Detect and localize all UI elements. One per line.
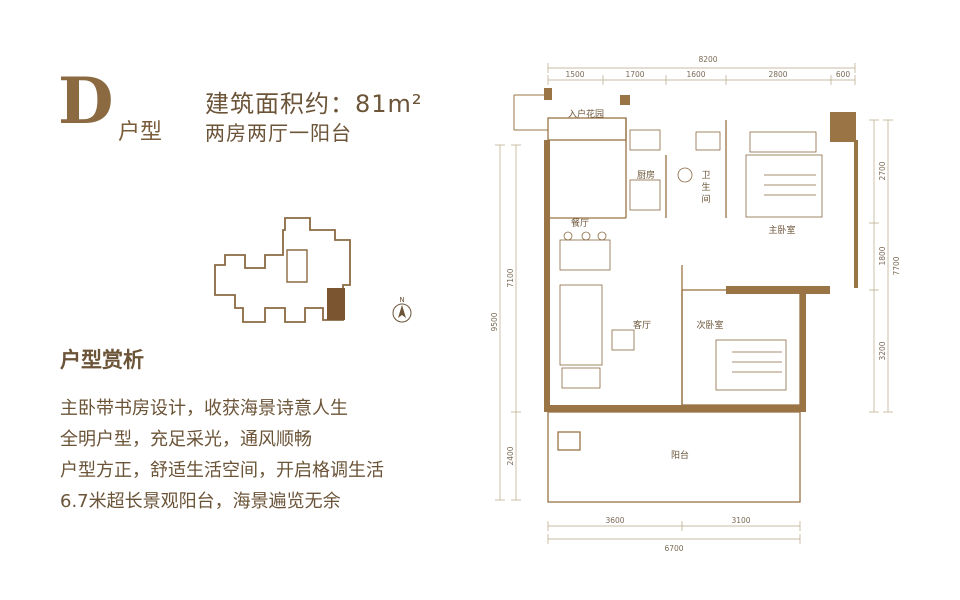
dim-top: 1700 xyxy=(625,70,644,79)
room-bathroom-1: 卫 xyxy=(701,171,710,181)
dim-top: 1500 xyxy=(565,70,584,79)
room-balcony: 阳台 xyxy=(671,449,689,461)
feature-item: 主卧带书房设计，收获海景诗意人生 xyxy=(60,398,348,419)
dim-left-inner: 2400 xyxy=(506,446,515,465)
feature-item: 全明户型，充足采光，通风顺畅 xyxy=(60,429,312,450)
dim-top: 600 xyxy=(836,70,851,79)
building-key-plan: N xyxy=(214,217,412,323)
room-living: 客厅 xyxy=(633,319,651,331)
building-core xyxy=(286,249,308,283)
dim-bottom-total: 6700 xyxy=(664,544,683,553)
dim-bottom: 3100 xyxy=(731,516,750,525)
area-unit: m² xyxy=(387,90,423,118)
room-bathroom-3: 间 xyxy=(701,193,710,205)
feature-item: 户型方正，舒适生活空间，开启格调生活 xyxy=(60,460,384,481)
area-label: 建筑面积约： xyxy=(205,90,355,118)
dim-bottom: 3600 xyxy=(605,516,624,525)
dim-top: 2800 xyxy=(768,70,787,79)
unit-type-label: 户型 xyxy=(118,120,163,145)
layout-description: 两房两厅一阳台 xyxy=(205,121,352,145)
north-arrow-icon: N xyxy=(392,296,412,323)
room-second-bedroom: 次卧室 xyxy=(696,319,723,331)
room-kitchen: 厨房 xyxy=(637,169,655,181)
north-label: N xyxy=(399,296,404,304)
dim-top-total: 8200 xyxy=(698,55,717,64)
unit-type-letter: D xyxy=(58,64,114,139)
building-outline xyxy=(214,217,351,323)
room-entry-garden: 入户花园 xyxy=(568,108,604,120)
dim-top: 1600 xyxy=(686,70,705,79)
area-value: 81 xyxy=(355,90,388,118)
room-bathroom-2: 生 xyxy=(701,181,710,193)
room-dining: 餐厅 xyxy=(571,217,589,229)
room-master-bedroom: 主卧室 xyxy=(768,224,795,236)
dim-left-inner: 7100 xyxy=(506,268,515,287)
dim-right: 2700 xyxy=(878,161,887,180)
dim-right-total: 7700 xyxy=(892,256,901,275)
dim-right: 1800 xyxy=(878,246,887,265)
analysis-title: 户型赏析 xyxy=(60,348,144,372)
feature-item: 6.7米超长景观阳台，海景遍览无余 xyxy=(60,491,341,512)
floor-plan: 8200 1500 1700 1600 2800 600 3600 3100 6… xyxy=(490,55,901,553)
dim-right: 3200 xyxy=(878,341,887,360)
building-area: 建筑面积约：81m² xyxy=(205,84,423,119)
highlighted-unit xyxy=(327,288,345,320)
dim-left-outer: 9500 xyxy=(490,312,499,331)
